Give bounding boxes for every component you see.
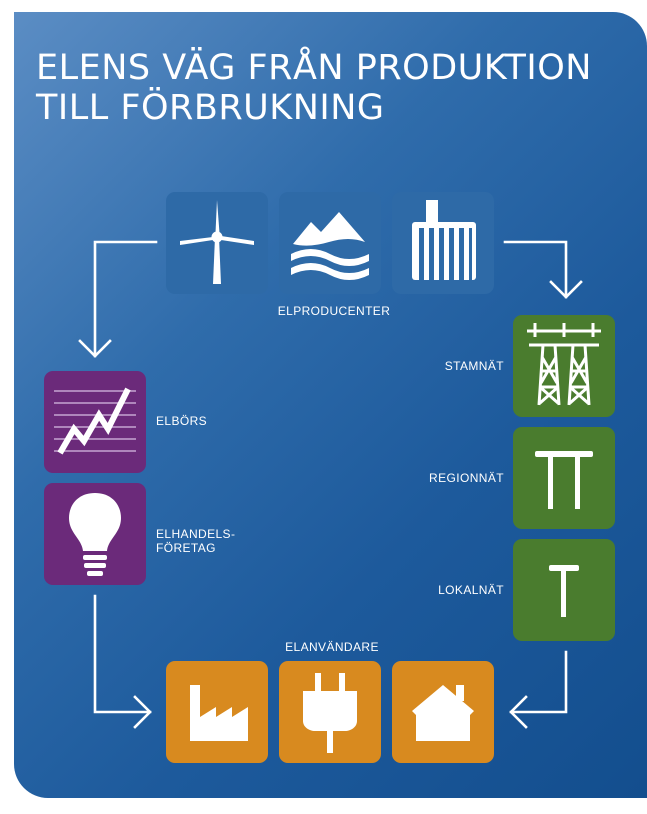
transmission-grid-tile [513, 315, 615, 417]
power-plant-tile [392, 192, 494, 294]
wind-turbine-tile [166, 192, 268, 294]
retailer-tile [44, 483, 146, 585]
factory-tile [166, 661, 268, 763]
regional-pole-icon [535, 451, 593, 509]
local-grid-label: LOKALNÄT [438, 583, 504, 597]
title-line-1: ELENS VÄG FRÅN PRODUKTION [36, 48, 592, 88]
retailer-label-line-2: FÖRETAG [156, 541, 216, 555]
electric-plug-icon [303, 673, 357, 753]
exchange-label: ELBÖRS [156, 414, 208, 428]
exchange-tile [44, 371, 146, 473]
light-bulb-icon [69, 493, 121, 576]
retailer-label-line-1: ELHANDELS- [156, 527, 236, 541]
transmission-grid-label: STAMNÄT [444, 359, 504, 373]
hydro-mountain-icon [291, 212, 369, 280]
producers-label: ELPRODUCENTER [277, 304, 391, 318]
stock-chart-icon [54, 387, 136, 455]
title-line-2: TILL FÖRBRUKNING [36, 88, 385, 128]
house-tile [392, 661, 494, 763]
regional-grid-tile [513, 427, 615, 529]
power-plant-icon [412, 200, 476, 280]
hydro-tile [279, 192, 381, 294]
house-icon [412, 685, 474, 741]
transmission-tower-icon [527, 323, 601, 406]
local-grid-tile [513, 539, 615, 641]
plug-tile [279, 661, 381, 763]
consumers-label: ELANVÄNDARE [285, 640, 379, 654]
retailer-label: ELHANDELS- FÖRETAG [156, 527, 235, 555]
wind-turbine-icon [180, 200, 254, 284]
local-pole-icon [549, 565, 579, 617]
page-title: ELENS VÄG FRÅN PRODUKTION TILL FÖRBRUKNI… [36, 48, 592, 128]
factory-icon [190, 685, 248, 741]
regional-grid-label: REGIONNÄT [429, 471, 504, 485]
